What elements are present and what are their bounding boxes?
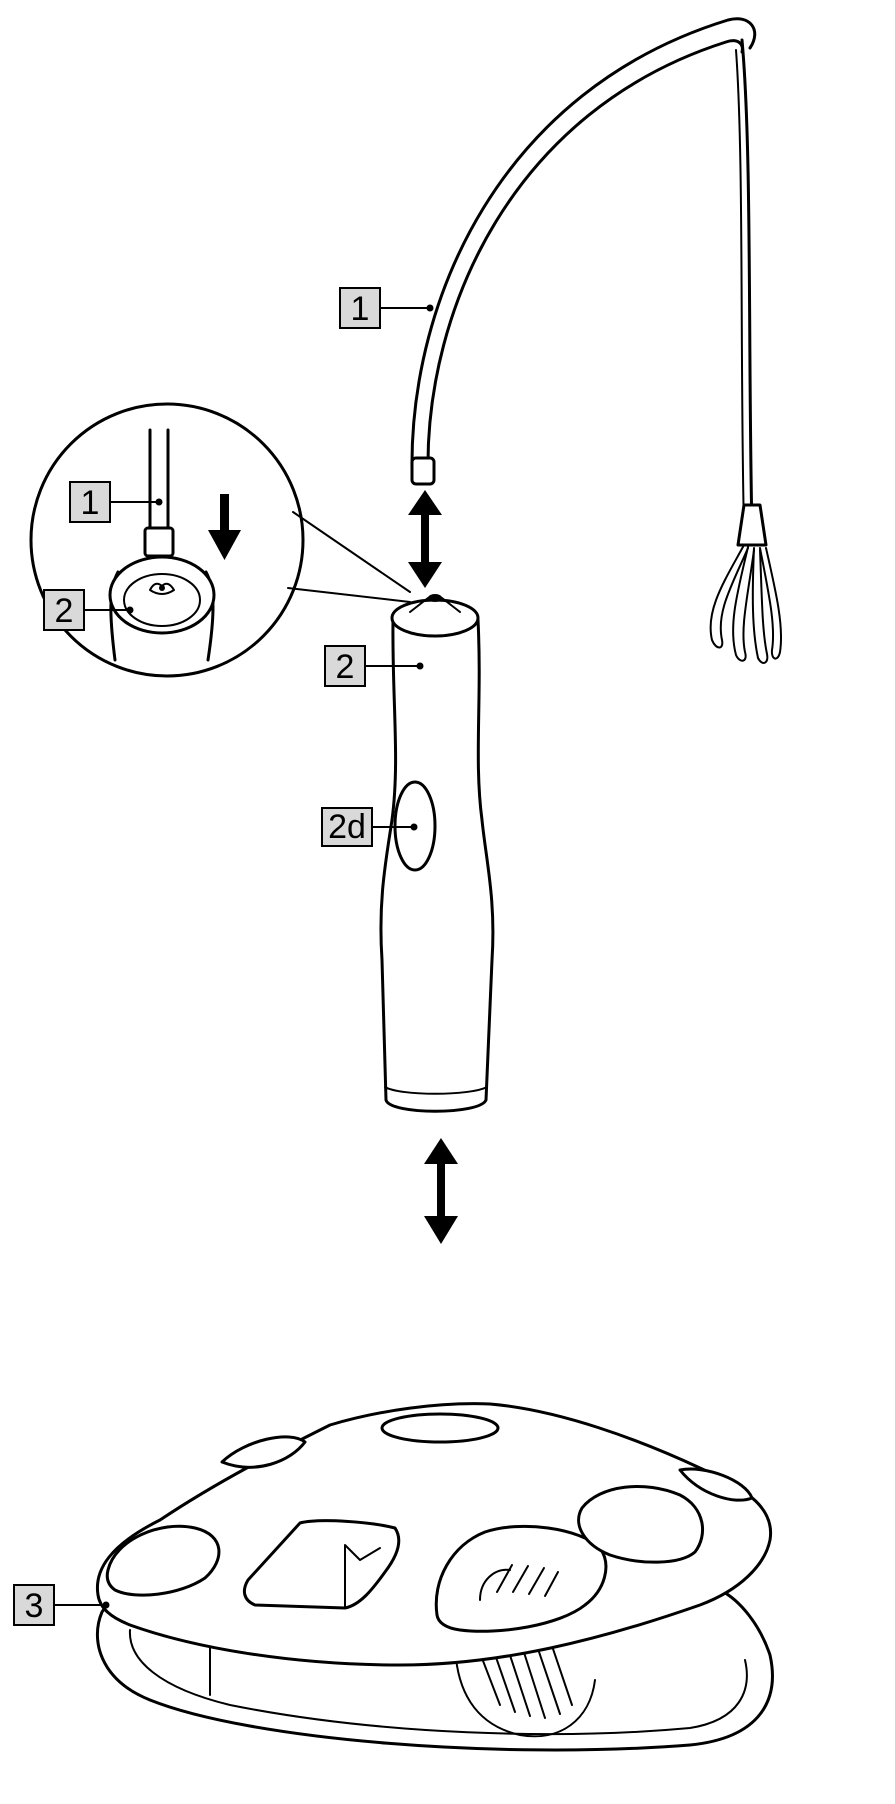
cable-tube-outer [410, 17, 757, 472]
detail-contents [108, 428, 216, 662]
base-stand [95, 1402, 774, 1752]
callout-1-top-text: 1 [351, 290, 370, 328]
base-cutout-center-left-inner [344, 1544, 381, 1609]
callout-3-text: 3 [25, 1587, 44, 1625]
cable-connector-tip [410, 456, 436, 486]
handle-base-ring [384, 1086, 488, 1095]
base-cutout-center-right-slots [479, 1564, 559, 1601]
callout-3: 3 [13, 1584, 110, 1626]
callout-1-detail: 1 [69, 481, 163, 523]
base-lower-tray-inner [128, 1629, 748, 1736]
callout-1-detail-text: 1 [81, 484, 100, 522]
base-cutout-right [577, 1484, 704, 1564]
double-arrow-top [408, 490, 442, 588]
double-arrow-bottom [424, 1138, 458, 1244]
cable-cord [740, 38, 754, 532]
base-cutout-left [105, 1524, 221, 1597]
cable-cord-inner [735, 49, 745, 531]
cable-sleeve [736, 503, 768, 547]
callout-1-top: 1 [339, 287, 434, 329]
callout-2-detail: 2 [43, 589, 134, 631]
callout-2-main-text: 2 [336, 648, 355, 686]
callout-2d: 2d [321, 807, 418, 847]
detail-down-arrow [208, 494, 241, 560]
callout-2d-text: 2d [328, 808, 366, 846]
base-top-socket [380, 1412, 500, 1444]
magnifier-pointer-lower [287, 587, 411, 603]
handle-top-cap [390, 598, 480, 638]
cable-tube-inner [426, 39, 744, 472]
base-inner-cylinder [454, 1639, 596, 1738]
detail-magnifier [29, 402, 411, 678]
base-cutout-center-left [242, 1519, 401, 1610]
magnifier-pointer-upper [292, 511, 411, 593]
handle-outline [379, 618, 495, 1113]
callout-2-detail-text: 2 [55, 592, 74, 630]
base-cutout-left-back [220, 1435, 307, 1469]
handle-body [379, 594, 495, 1113]
callout-2-main: 2 [324, 645, 424, 687]
base-cutout-right-back [678, 1467, 754, 1502]
cable-wire-ends [709, 544, 783, 664]
cable-assembly [410, 17, 783, 664]
